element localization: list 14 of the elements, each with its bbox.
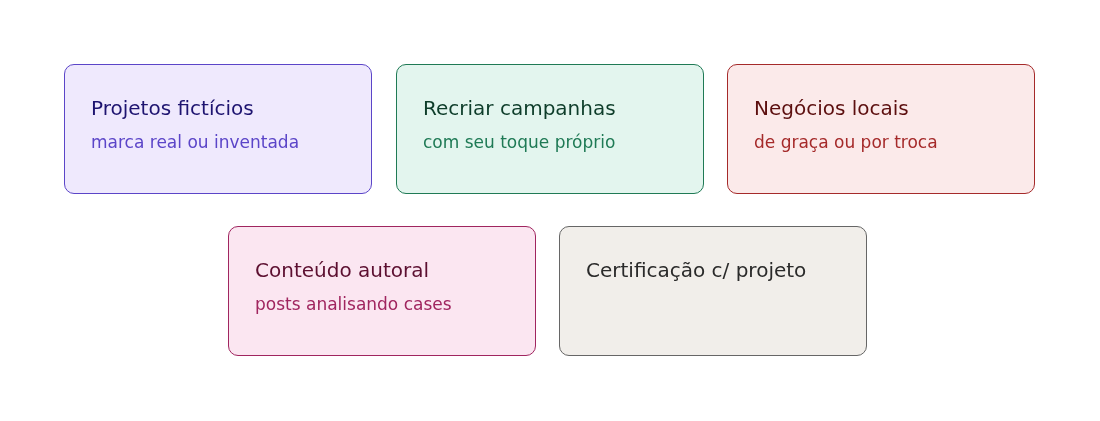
card-title: Conteúdo autoral bbox=[255, 257, 430, 283]
card-title: Certificação c/ projeto bbox=[586, 257, 807, 283]
card-subtitle: posts analisando cases bbox=[255, 293, 452, 315]
card-subtitle: marca real ou inventada bbox=[91, 131, 300, 153]
card-subtitle: com seu toque próprio bbox=[423, 131, 616, 153]
card bbox=[396, 64, 704, 194]
card-title: Negócios locais bbox=[754, 95, 909, 121]
card bbox=[559, 226, 867, 356]
card-subtitle: de graça ou por troca bbox=[754, 131, 938, 153]
card bbox=[228, 226, 536, 356]
card-title: Projetos fictícios bbox=[91, 95, 254, 121]
card-title: Recriar campanhas bbox=[423, 95, 616, 121]
card bbox=[64, 64, 372, 194]
card bbox=[727, 64, 1035, 194]
